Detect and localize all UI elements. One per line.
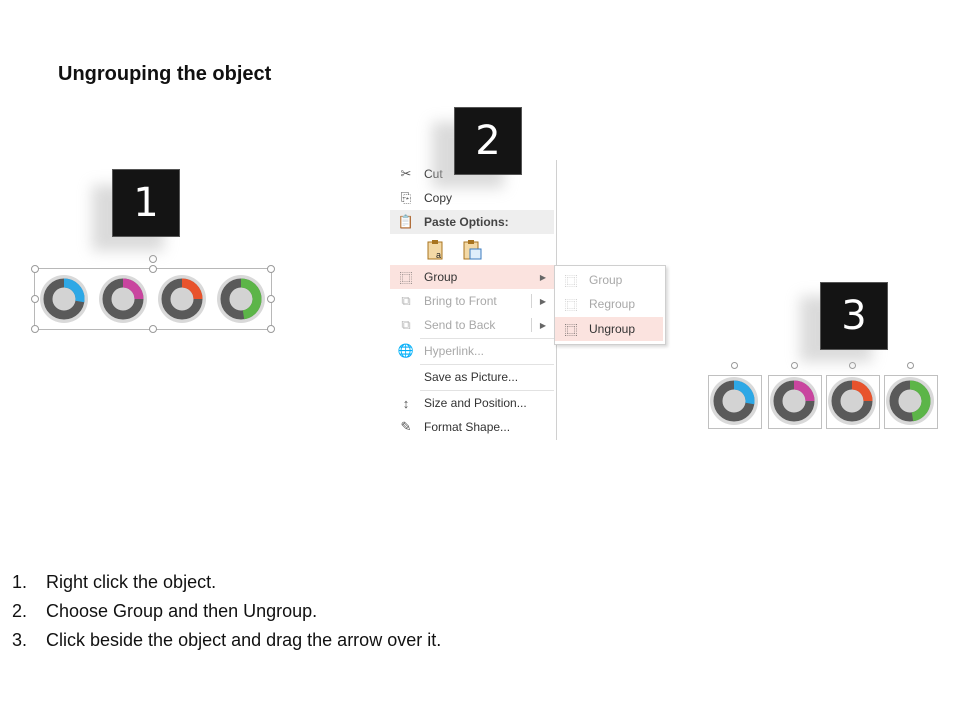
paste-keep-text-icon[interactable]: a xyxy=(424,240,448,260)
submenu-arrow-icon: ▶ xyxy=(539,272,546,282)
ungrouped-selection-3[interactable] xyxy=(826,375,880,429)
format-shape-icon: ✎ xyxy=(400,419,412,434)
menu-item-bring-to-front[interactable]: ⧉ Bring to Front ▶ xyxy=(390,289,554,313)
ungrouped-selection-4[interactable] xyxy=(884,375,938,429)
instruction-item: 2. Choose Group and then Ungroup. xyxy=(12,601,318,621)
group-submenu: ⿴ Group ⿴ Regroup ⿴ Ungroup xyxy=(554,265,666,345)
menu-item-label: Copy xyxy=(424,191,453,205)
page-title: Ungrouping the object xyxy=(58,63,272,85)
menu-item-label: Bring to Front xyxy=(424,294,497,308)
ungrouped-selection-1[interactable] xyxy=(708,375,762,429)
ungrouped-objects xyxy=(706,360,938,430)
menu-separator xyxy=(420,364,554,365)
size-position-icon: ↕ xyxy=(402,395,410,411)
resize-handle[interactable] xyxy=(31,265,39,273)
menu-item-label: Group xyxy=(424,270,458,284)
submenu-arrow-icon: ▶ xyxy=(539,320,546,330)
ungrouped-selection-2[interactable] xyxy=(768,375,822,429)
bring-front-icon: ⧉ xyxy=(401,293,411,308)
scissors-icon: ✂ xyxy=(400,166,412,181)
menu-item-label: Save as Picture... xyxy=(424,370,519,384)
resize-handle[interactable] xyxy=(149,325,157,333)
menu-item-label: Send to Back xyxy=(424,318,496,332)
menu-item-label: Paste Options: xyxy=(424,215,509,229)
instructions-list: 1. Right click the object. 2. Choose Gro… xyxy=(12,568,441,655)
resize-handle[interactable] xyxy=(267,325,275,333)
split-divider xyxy=(531,318,532,332)
menu-item-save-as-picture[interactable]: Save as Picture... xyxy=(390,365,554,389)
rotate-handle[interactable] xyxy=(791,362,798,369)
rotate-handle[interactable] xyxy=(731,362,738,369)
resize-handle[interactable] xyxy=(267,295,275,303)
menu-item-group[interactable]: ⿴ Group ▶ xyxy=(390,265,554,289)
menu-separator xyxy=(420,390,554,391)
menu-item-label: Size and Position... xyxy=(424,396,527,410)
rotate-handle[interactable] xyxy=(907,362,914,369)
submenu-item-regroup[interactable]: ⿴ Regroup xyxy=(555,292,663,316)
menu-item-size-and-position[interactable]: ↕ Size and Position... xyxy=(390,391,554,415)
resize-handle[interactable] xyxy=(149,265,157,273)
regroup-icon: ⿴ xyxy=(564,297,578,313)
step-1-badge: 1 xyxy=(112,169,180,237)
context-menu: ✂ Cut ⎘ Copy 📋 Paste Options: a ⿴ Group … xyxy=(390,160,557,440)
send-back-icon: ⧉ xyxy=(401,317,411,332)
menu-item-label: Ungroup xyxy=(589,322,636,336)
donut-group-1 xyxy=(40,275,265,323)
submenu-item-ungroup[interactable]: ⿴ Ungroup xyxy=(555,317,663,341)
group-icon: ⿴ xyxy=(564,273,578,289)
ungroup-icon: ⿴ xyxy=(564,322,578,338)
step-3-badge: 3 xyxy=(820,282,888,350)
donut-orange xyxy=(158,275,206,323)
step-2-badge: 2 xyxy=(454,107,522,175)
menu-item-copy[interactable]: ⎘ Copy xyxy=(390,186,554,210)
split-divider xyxy=(531,294,532,308)
donut-green xyxy=(886,377,934,425)
rotate-handle[interactable] xyxy=(149,255,157,263)
paste-icon: 📋 xyxy=(397,214,415,229)
donut-magenta xyxy=(770,377,818,425)
menu-item-format-shape[interactable]: ✎ Format Shape... xyxy=(390,415,554,439)
donut-magenta xyxy=(99,275,147,323)
menu-item-label: Hyperlink... xyxy=(424,344,485,358)
donut-blue xyxy=(40,275,88,323)
svg-text:a: a xyxy=(436,250,441,260)
resize-handle[interactable] xyxy=(31,295,39,303)
menu-item-label: Group xyxy=(589,273,623,287)
donut-group-3 xyxy=(710,377,934,425)
menu-item-send-to-back[interactable]: ⧉ Send to Back ▶ xyxy=(390,313,554,337)
menu-separator xyxy=(420,338,554,339)
rotate-handle[interactable] xyxy=(849,362,856,369)
copy-icon: ⎘ xyxy=(400,190,412,205)
resize-handle[interactable] xyxy=(267,265,275,273)
submenu-arrow-icon: ▶ xyxy=(539,296,546,306)
menu-item-hyperlink[interactable]: 🌐 Hyperlink... xyxy=(390,339,554,363)
hyperlink-icon: 🌐 xyxy=(397,343,415,358)
paste-options-header: 📋 Paste Options: xyxy=(390,210,554,234)
instruction-item: 3. Click beside the object and drag the … xyxy=(12,630,442,650)
group-icon: ⿴ xyxy=(399,270,413,286)
resize-handle[interactable] xyxy=(31,325,39,333)
menu-item-label: Format Shape... xyxy=(424,420,511,434)
menu-item-label: Regroup xyxy=(589,297,636,311)
grouped-object-selection[interactable] xyxy=(31,255,275,333)
paste-picture-icon[interactable] xyxy=(460,240,484,260)
donut-orange xyxy=(828,377,876,425)
submenu-item-group[interactable]: ⿴ Group xyxy=(555,268,663,292)
donut-green xyxy=(217,275,265,323)
donut-blue xyxy=(710,377,758,425)
paste-options-row: a xyxy=(390,236,554,264)
instruction-item: 1. Right click the object. xyxy=(12,572,217,592)
